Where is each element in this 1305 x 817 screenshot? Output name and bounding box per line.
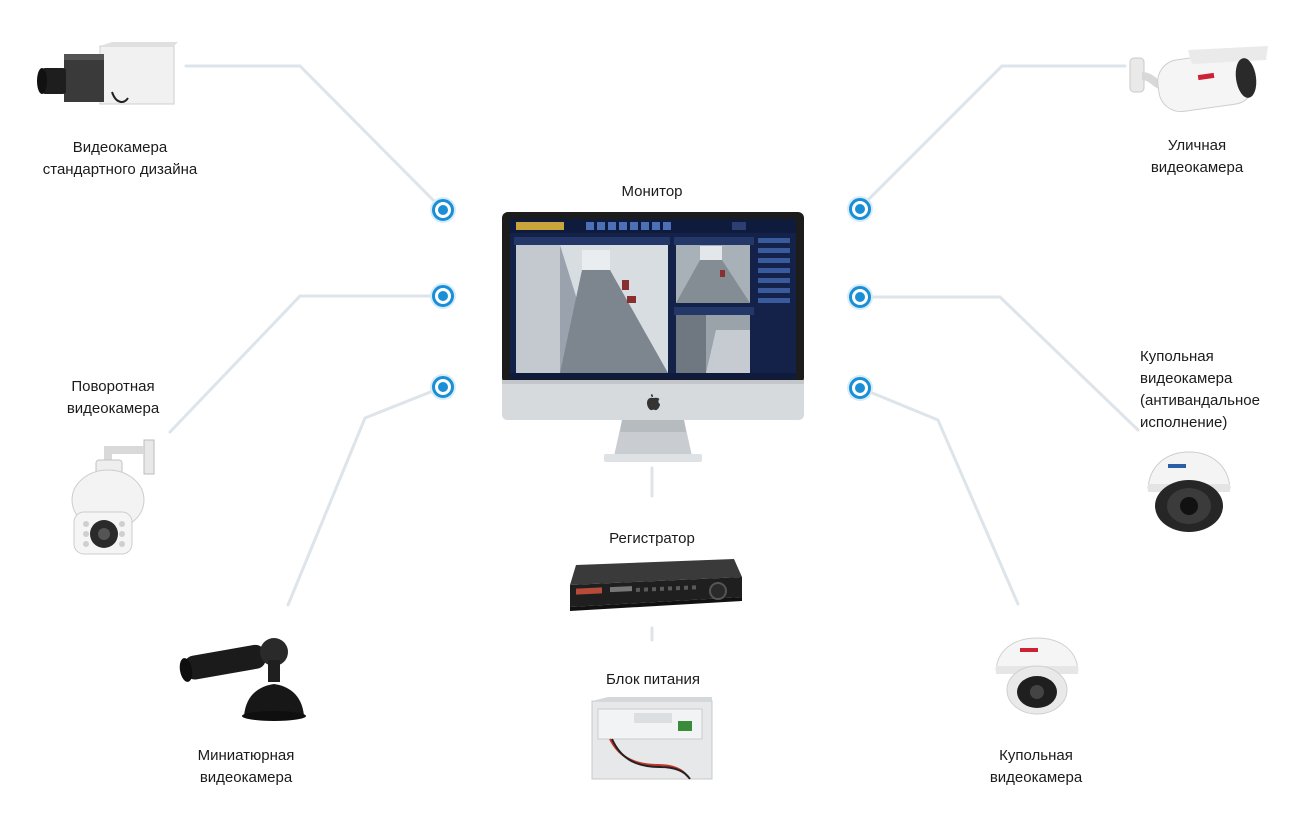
connector-outdoor-camera xyxy=(849,198,871,220)
wire-vandal-dome-camera xyxy=(858,295,1140,432)
wire-standard-camera xyxy=(184,64,445,212)
vandal-dome-camera-label: Купольная видеокамера (антивандальное ис… xyxy=(1140,348,1260,431)
connector-dome-camera xyxy=(849,377,871,399)
dome-camera-label: Купольная видеокамера xyxy=(989,747,1083,786)
apple-logo-icon xyxy=(647,394,660,411)
connector-mini-camera xyxy=(432,376,454,398)
connector-standard-camera xyxy=(432,199,454,221)
connector-vandal-dome-camera xyxy=(849,286,871,308)
mini-camera-icon xyxy=(179,638,306,721)
standard-camera-label: Видеокамера стандартного дизайна xyxy=(42,139,198,178)
bullet-camera-icon xyxy=(1129,46,1268,113)
dvr-icon xyxy=(570,559,742,611)
outdoor-camera-label: Уличная видеокамера xyxy=(1150,137,1244,176)
power-supply-label: Блок питания xyxy=(606,671,700,688)
ptz-camera-label: Поворотная видеокамера xyxy=(66,378,160,417)
wire-mini-camera xyxy=(286,385,445,607)
connector-ptz-camera xyxy=(432,285,454,307)
monitor-label: Монитор xyxy=(621,183,683,200)
wire-dome-camera xyxy=(858,386,1020,606)
wire-ptz-camera xyxy=(168,294,445,434)
vandal-dome-camera-icon xyxy=(1147,451,1231,532)
recorder-label: Регистратор xyxy=(609,530,695,547)
mini-camera-label: Миниатюрная видеокамера xyxy=(197,747,295,786)
wire-outdoor-camera xyxy=(858,64,1127,210)
dome-camera-icon xyxy=(995,637,1079,715)
box-camera-icon xyxy=(37,42,178,105)
monitor-icon xyxy=(502,212,804,462)
ptz-camera-icon xyxy=(71,439,155,555)
power-supply-icon xyxy=(591,697,713,780)
